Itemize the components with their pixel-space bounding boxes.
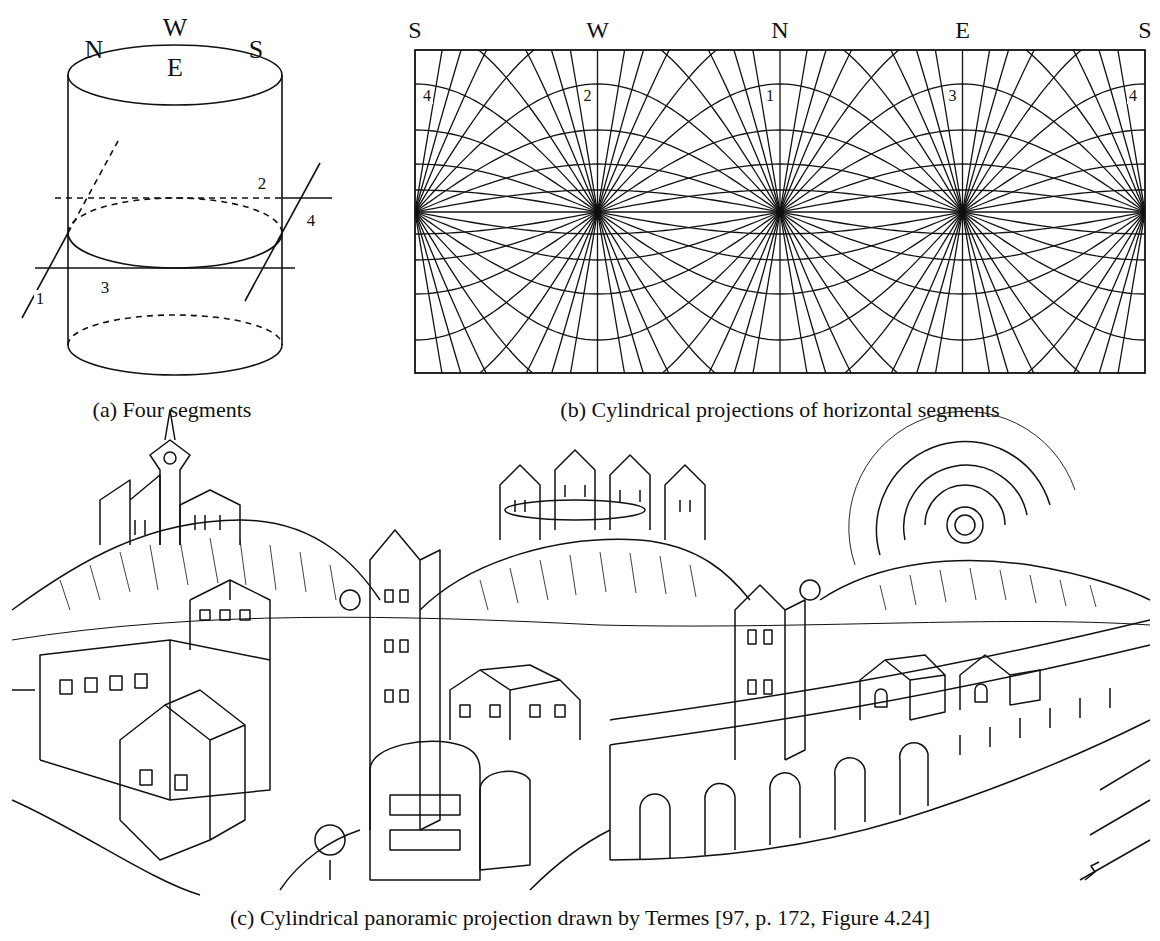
projected-segment [415,50,598,212]
segment-number: 4 [421,88,433,104]
projected-segment [963,212,1146,373]
projected-segment [415,212,598,373]
projected-segment [415,50,598,212]
projected-segment [415,212,598,294]
subfigure-caption: (b) Cylindrical projections of horizonta… [560,399,999,421]
projected-segment [963,212,1146,373]
segment-number: 3 [947,88,959,104]
segment-number: 4 [305,212,318,229]
projected-segment [963,130,1146,212]
segment-number: 2 [256,175,269,192]
panorama-drawing [12,410,1150,895]
projected-segment [415,50,598,212]
projected-segment [415,50,598,212]
projected-segment [963,212,1146,294]
projected-segment [963,212,1146,260]
projected-segment [415,212,598,373]
projected-segment [963,212,1146,373]
direction-letter: S [1138,18,1151,42]
projected-segment [963,50,1146,212]
direction-letter: E [167,55,183,81]
direction-letter: W [586,18,609,42]
segment-number: 2 [582,88,594,104]
subfigure-caption: (c) Cylindrical panoramic projection dra… [230,907,930,929]
projected-segment [415,164,598,212]
direction-letter: S [408,18,421,42]
segment-number: 3 [99,279,112,296]
projected-segment [415,212,598,373]
projected-segment [963,50,1146,212]
direction-letter: S [249,37,263,63]
subfigure-caption: (a) Four segments [93,399,252,421]
projected-segment [963,212,1146,373]
projected-segment [415,211,1145,212]
projected-segment [963,164,1146,212]
direction-letter: W [163,15,188,41]
segment-number: 4 [1127,88,1139,104]
projected-segment [415,212,598,373]
direction-letter: N [771,18,788,42]
projected-segment [415,212,598,260]
segment-number: 1 [34,290,47,307]
cylinder-sketch [22,45,332,375]
projected-segment [963,50,1146,212]
projection-grid [415,50,1145,373]
direction-letter: E [955,18,970,42]
direction-letter: N [85,37,104,63]
segment-number: 1 [764,88,776,104]
projected-segment [415,130,598,212]
projected-segment [963,50,1146,212]
